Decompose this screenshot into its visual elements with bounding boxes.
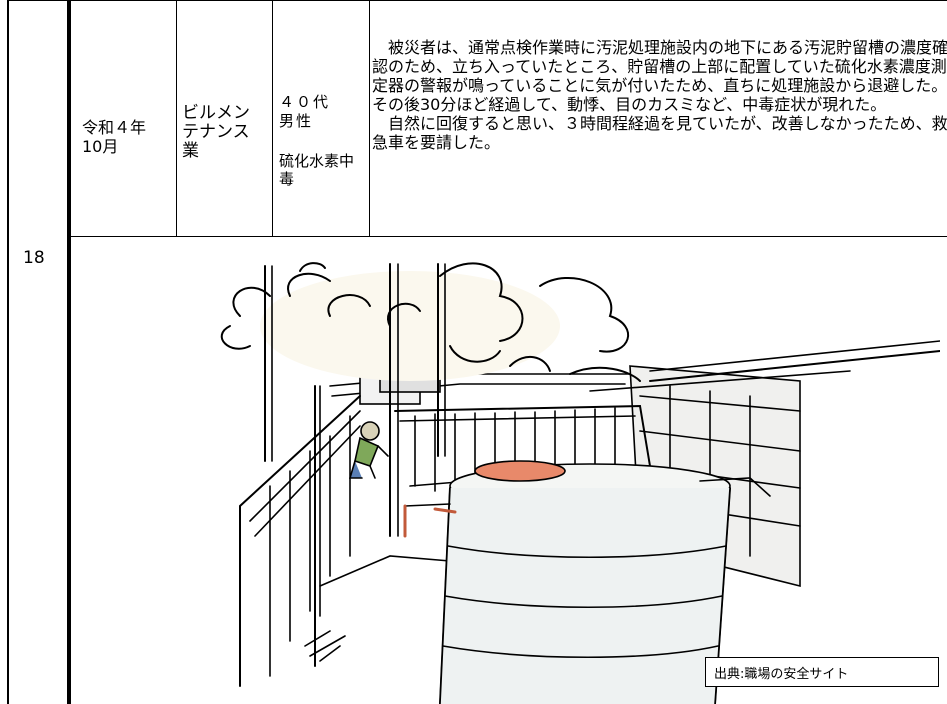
number-column-border [67, 0, 71, 704]
industry-column-border [272, 0, 273, 237]
top-border [7, 0, 947, 1]
sludge-storage-tank [403, 460, 771, 704]
description-paragraph-1: 被災者は、通常点検作業時に汚泥処理施設内の地下にある汚泥貯留槽の濃度確認のため、… [372, 38, 947, 114]
vertical-pipes [264, 263, 446, 537]
sewage-tank-worker-illustration [220, 262, 940, 704]
incident-description: 被災者は、通常点検作業時に汚泥処理施設内の地下にある汚泥貯留槽の濃度確認のため、… [372, 38, 947, 152]
victim-age-sex: ４０代 男性 [279, 93, 331, 130]
hydrogen-sulfide-gas-cloud [220, 262, 641, 382]
incident-date: 令和４年 10月 [82, 118, 147, 156]
walkway-railing [239, 395, 451, 687]
source-caption: 出典:職場の安全サイト [705, 657, 939, 687]
date-column-border [176, 0, 177, 237]
worker-figure [348, 421, 389, 479]
row-number: 18 [23, 248, 45, 268]
accident-type: 硫化水素中 毒 [279, 152, 355, 188]
description-paragraph-2: 自然に回復すると思い、３時間程経過を見ていたが、改善しなかったため、救急車を要請… [372, 114, 947, 152]
row-divider [70, 236, 947, 237]
industry-type: ビルメン テナンス 業 [182, 103, 250, 161]
victim-column-border [369, 0, 370, 237]
outer-left-border [7, 0, 9, 704]
